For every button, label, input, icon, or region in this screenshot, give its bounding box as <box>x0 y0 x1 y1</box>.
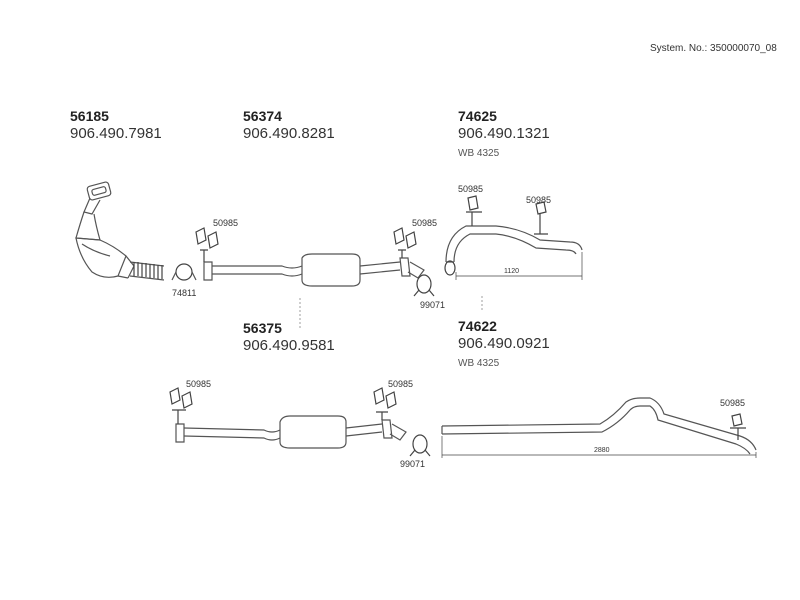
flex-pipe <box>129 261 165 281</box>
clamp-99071-top <box>413 274 435 297</box>
dimension-tail-short <box>455 252 583 280</box>
part-number: 74625 <box>458 108 497 124</box>
clamp-74811 <box>171 263 197 281</box>
tail-pipe-74622 <box>441 397 757 455</box>
part-code: 906.490.0921 <box>458 335 550 352</box>
hanger-tail-short-right <box>534 201 548 235</box>
part-number: 56185 <box>70 108 109 124</box>
dimension-tail-long <box>441 436 757 458</box>
hanger-left-bottom <box>169 387 193 424</box>
dimension-text: 2880 <box>594 447 610 454</box>
hanger-tail-long <box>730 413 746 440</box>
part-code: 906.490.8281 <box>243 125 335 142</box>
callout-clamp: 99071 <box>420 300 446 310</box>
part-label-56185: 56185 906.490.7981 <box>70 108 162 143</box>
callout-hanger: 50985 <box>412 218 438 228</box>
hanger-left-top <box>195 227 219 262</box>
part-sub: WB 4325 <box>458 148 500 159</box>
center-pipe-56375 <box>175 415 407 449</box>
part-label-74622: 74622 906.490.0921 WB 4325 <box>458 318 550 371</box>
catalytic-converter <box>75 181 135 279</box>
part-label-56374: 56374 906.490.8281 <box>243 108 335 143</box>
center-pipe-56374 <box>203 253 425 287</box>
part-code: 906.490.9581 <box>243 337 335 354</box>
tail-pipe-74625 <box>444 225 583 276</box>
callout-hanger: 50985 <box>213 218 239 228</box>
hanger-right-bottom <box>373 387 397 420</box>
part-number: 74622 <box>458 318 497 334</box>
callout-hanger: 50985 <box>458 184 484 194</box>
dimension-text: 1120 <box>504 268 519 275</box>
part-sub: WB 4325 <box>458 358 500 369</box>
hanger-tail-short-left <box>466 195 482 226</box>
callout-hanger: 50985 <box>526 195 552 205</box>
part-number: 56374 <box>243 108 282 124</box>
callout-clamp: 99071 <box>400 459 426 469</box>
part-code: 906.490.7981 <box>70 125 162 142</box>
callout-hanger: 50985 <box>388 379 414 389</box>
callout-clamp-small: 74811 <box>172 288 197 298</box>
callout-hanger: 50985 <box>186 379 212 389</box>
part-number: 56375 <box>243 320 282 336</box>
callout-hanger: 50985 <box>720 398 746 408</box>
part-code: 906.490.1321 <box>458 125 550 142</box>
part-label-56375: 56375 906.490.9581 <box>243 320 335 355</box>
system-number: System. No.: 350000070_08 <box>650 43 777 54</box>
hanger-right-top <box>393 227 417 258</box>
clamp-99071-bottom <box>409 434 431 457</box>
part-label-74625: 74625 906.490.1321 WB 4325 <box>458 108 550 161</box>
